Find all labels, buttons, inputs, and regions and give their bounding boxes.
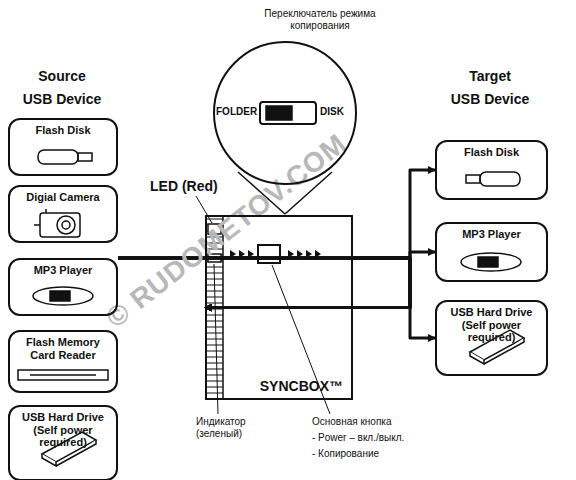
device-label: Flash Disk <box>10 120 116 137</box>
flow-arrow <box>353 170 435 258</box>
led-label: LED (Red) <box>150 178 218 195</box>
switch-caption: Переключатель режима копирования <box>250 8 390 32</box>
watermark: © RUDOMETOV.COM <box>100 127 353 335</box>
group-heading: Source <box>38 68 85 85</box>
device-box: Digial Camera <box>8 185 118 243</box>
device-box: MP3 Player <box>435 222 548 282</box>
syncbox-device: SYNCBOX™ <box>205 215 353 400</box>
device-box: Flash Disk <box>435 140 548 200</box>
switch-label: DISK <box>320 106 344 117</box>
switch-label: FOLDER <box>216 106 257 117</box>
indicator-label: Индикатор (зеленый) <box>196 416 276 440</box>
device-label: USB Hard Drive (Self power required) <box>437 302 546 344</box>
device-label: Flash Disk <box>437 142 546 159</box>
button-function: - Power – вкл./выкл. <box>312 432 404 444</box>
hard-drive-icon <box>42 330 524 466</box>
camera-icon <box>34 209 80 237</box>
device-label: Flash Memory Card Reader <box>10 332 116 361</box>
flow-arrow <box>353 258 435 338</box>
group-heading: Target <box>469 68 511 85</box>
device-box: Flash Disk <box>8 118 118 176</box>
device-label: USB Hard Drive (Self power required) <box>10 407 116 449</box>
device-label: MP3 Player <box>10 260 116 277</box>
button-label: Основная кнопка <box>312 416 391 428</box>
device-box: MP3 Player <box>8 258 118 316</box>
button-function: - Копирование <box>312 448 379 460</box>
device-label: Digial Camera <box>10 187 116 204</box>
device-box: USB Hard Drive (Self power required) <box>8 405 118 480</box>
magnifier-circle: FOLDER DISK <box>212 40 358 186</box>
group-heading: USB Device <box>23 91 102 108</box>
group-heading: USB Device <box>451 91 530 108</box>
device-label: MP3 Player <box>437 224 546 241</box>
device-box: USB Hard Drive (Self power required) <box>435 300 548 376</box>
card-reader-icon <box>18 370 108 380</box>
device-name: SYNCBOX™ <box>260 378 343 394</box>
device-box: Flash Memory Card Reader <box>8 330 118 393</box>
